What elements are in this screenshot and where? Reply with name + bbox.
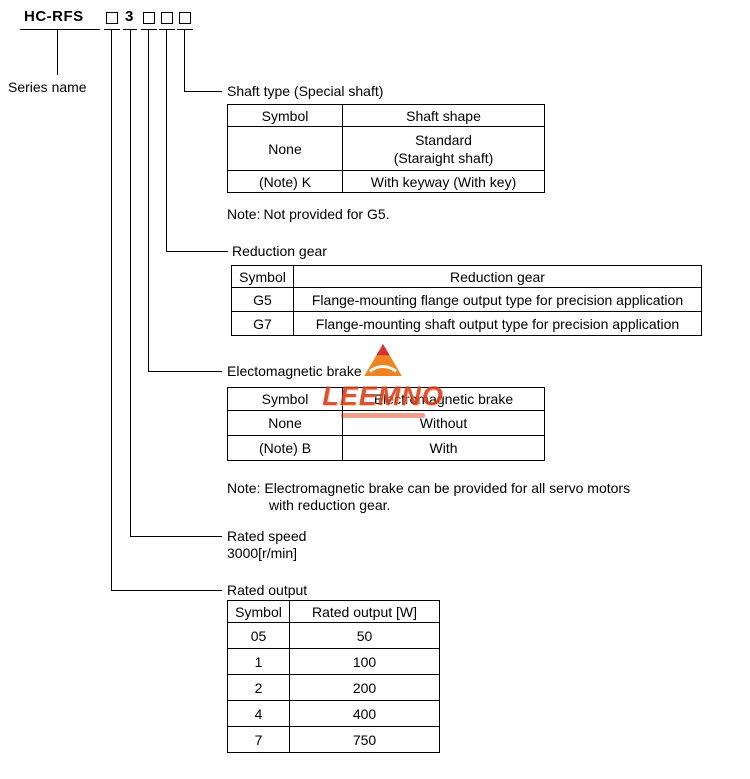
- table-row: 2 200: [227, 674, 440, 701]
- model-box-shaft-type: [179, 12, 191, 24]
- leader-brake-horizontal: [148, 371, 222, 372]
- brake-table: Symbol Electromagnetic brake None Withou…: [227, 387, 545, 461]
- brake-row2-value: With: [342, 435, 545, 461]
- rated-output-table: Symbol Rated output [W] 05 50 1 100 2 20…: [227, 600, 440, 753]
- model-box-reduction-gear: [161, 12, 173, 24]
- shaft-note: Note:Not provided for G5.: [227, 206, 390, 223]
- reduction-row1-symbol: G5: [231, 287, 294, 312]
- underline-box4: [177, 29, 193, 30]
- output-row4-value: 400: [289, 700, 440, 727]
- shaft-row1-value-line1: Standard: [415, 131, 472, 148]
- reduction-col-gear: Reduction gear: [293, 265, 702, 288]
- table-row: (Note) K With keyway (With key): [227, 170, 545, 193]
- output-row2-value: 100: [289, 648, 440, 675]
- output-row4-symbol: 4: [227, 700, 290, 727]
- brake-row2-symbol: (Note) B: [227, 435, 343, 461]
- output-row3-symbol: 2: [227, 674, 290, 701]
- brake-note-line1: Note: Electromagnetic brake can be provi…: [227, 480, 631, 496]
- table-row: 4 400: [227, 700, 440, 727]
- watermark-triangle-icon: [364, 344, 402, 376]
- reduction-row2-value: Flange-mounting shaft output type for pr…: [293, 311, 702, 336]
- table-row: 05 50: [227, 622, 440, 649]
- output-row3-value: 200: [289, 674, 440, 701]
- shaft-note-label: Note:: [227, 206, 261, 222]
- brake-title: Electomagnetic brake: [227, 363, 362, 379]
- table-row: None Without: [227, 410, 545, 436]
- leader-speed-vertical: [130, 29, 131, 537]
- leader-reduction-vertical: [166, 29, 167, 252]
- rated-speed-title: Rated speed: [227, 528, 307, 544]
- shaft-row1-value: Standard (Staraight shaft): [342, 126, 545, 171]
- leader-output-horizontal: [111, 590, 222, 591]
- shaft-row2-value: With keyway (With key): [342, 170, 545, 193]
- output-row1-value: 50: [289, 622, 440, 649]
- shaft-note-text: Not provided for G5.: [263, 206, 390, 222]
- leader-shaft-vertical: [184, 29, 185, 92]
- table-row: 1 100: [227, 648, 440, 675]
- model-series-text: HC-RFS: [24, 8, 84, 25]
- brake-row1-symbol: None: [227, 410, 343, 436]
- table-header-row: Symbol Rated output [W]: [227, 600, 440, 623]
- underline-box2: [141, 29, 157, 30]
- leader-output-vertical: [111, 29, 112, 591]
- brake-row1-value: Without: [342, 410, 545, 436]
- shaft-type-title: Shaft type (Special shaft): [227, 83, 384, 99]
- shaft-col-shape: Shaft shape: [342, 104, 545, 127]
- output-row2-symbol: 1: [227, 648, 290, 675]
- leader-brake-vertical: [148, 29, 149, 372]
- reduction-col-symbol: Symbol: [231, 265, 294, 288]
- leader-reduction-horizontal: [166, 251, 228, 252]
- leader-shaft-horizontal: [184, 91, 222, 92]
- rated-output-title: Rated output: [227, 582, 308, 598]
- rated-speed-value: 3000[r/min]: [227, 545, 298, 561]
- model-box-brake: [143, 12, 155, 24]
- table-row: G5 Flange-mounting flange output type fo…: [231, 287, 702, 312]
- table-header-row: Symbol Electromagnetic brake: [227, 387, 545, 411]
- model-speed-digit: 3: [125, 8, 134, 25]
- brake-col-brake: Electromagnetic brake: [342, 387, 545, 411]
- reduction-gear-title: Reduction gear: [232, 243, 327, 259]
- shaft-row2-symbol: (Note) K: [227, 170, 343, 193]
- output-col-watts: Rated output [W]: [289, 600, 440, 623]
- brake-note-line2: with reduction gear.: [269, 497, 391, 513]
- table-header-row: Symbol Shaft shape: [227, 104, 545, 127]
- underline-series: [20, 29, 100, 30]
- model-box-rated-output: [106, 12, 118, 24]
- table-row: (Note) B With: [227, 435, 545, 461]
- output-row1-symbol: 05: [227, 622, 290, 649]
- reduction-row2-symbol: G7: [231, 311, 294, 336]
- table-row: 7 750: [227, 726, 440, 753]
- underline-box3: [159, 29, 175, 30]
- output-col-symbol: Symbol: [227, 600, 290, 623]
- shaft-type-table: Symbol Shaft shape None Standard (Starai…: [227, 104, 545, 193]
- output-row5-value: 750: [289, 726, 440, 753]
- table-header-row: Symbol Reduction gear: [231, 265, 702, 288]
- table-row: None Standard (Staraight shaft): [227, 126, 545, 171]
- shaft-row1-symbol: None: [227, 126, 343, 171]
- shaft-row1-value-line2: (Staraight shaft): [393, 149, 494, 166]
- table-row: G7 Flange-mounting shaft output type for…: [231, 311, 702, 336]
- leader-series-vertical: [57, 29, 58, 75]
- output-row5-symbol: 7: [227, 726, 290, 753]
- underline-box1: [104, 29, 120, 30]
- series-name-label: Series name: [8, 79, 87, 95]
- shaft-col-symbol: Symbol: [227, 104, 343, 127]
- leader-speed-horizontal: [130, 536, 222, 537]
- brake-col-symbol: Symbol: [227, 387, 343, 411]
- reduction-gear-table: Symbol Reduction gear G5 Flange-mounting…: [231, 265, 702, 336]
- reduction-row1-value: Flange-mounting flange output type for p…: [293, 287, 702, 312]
